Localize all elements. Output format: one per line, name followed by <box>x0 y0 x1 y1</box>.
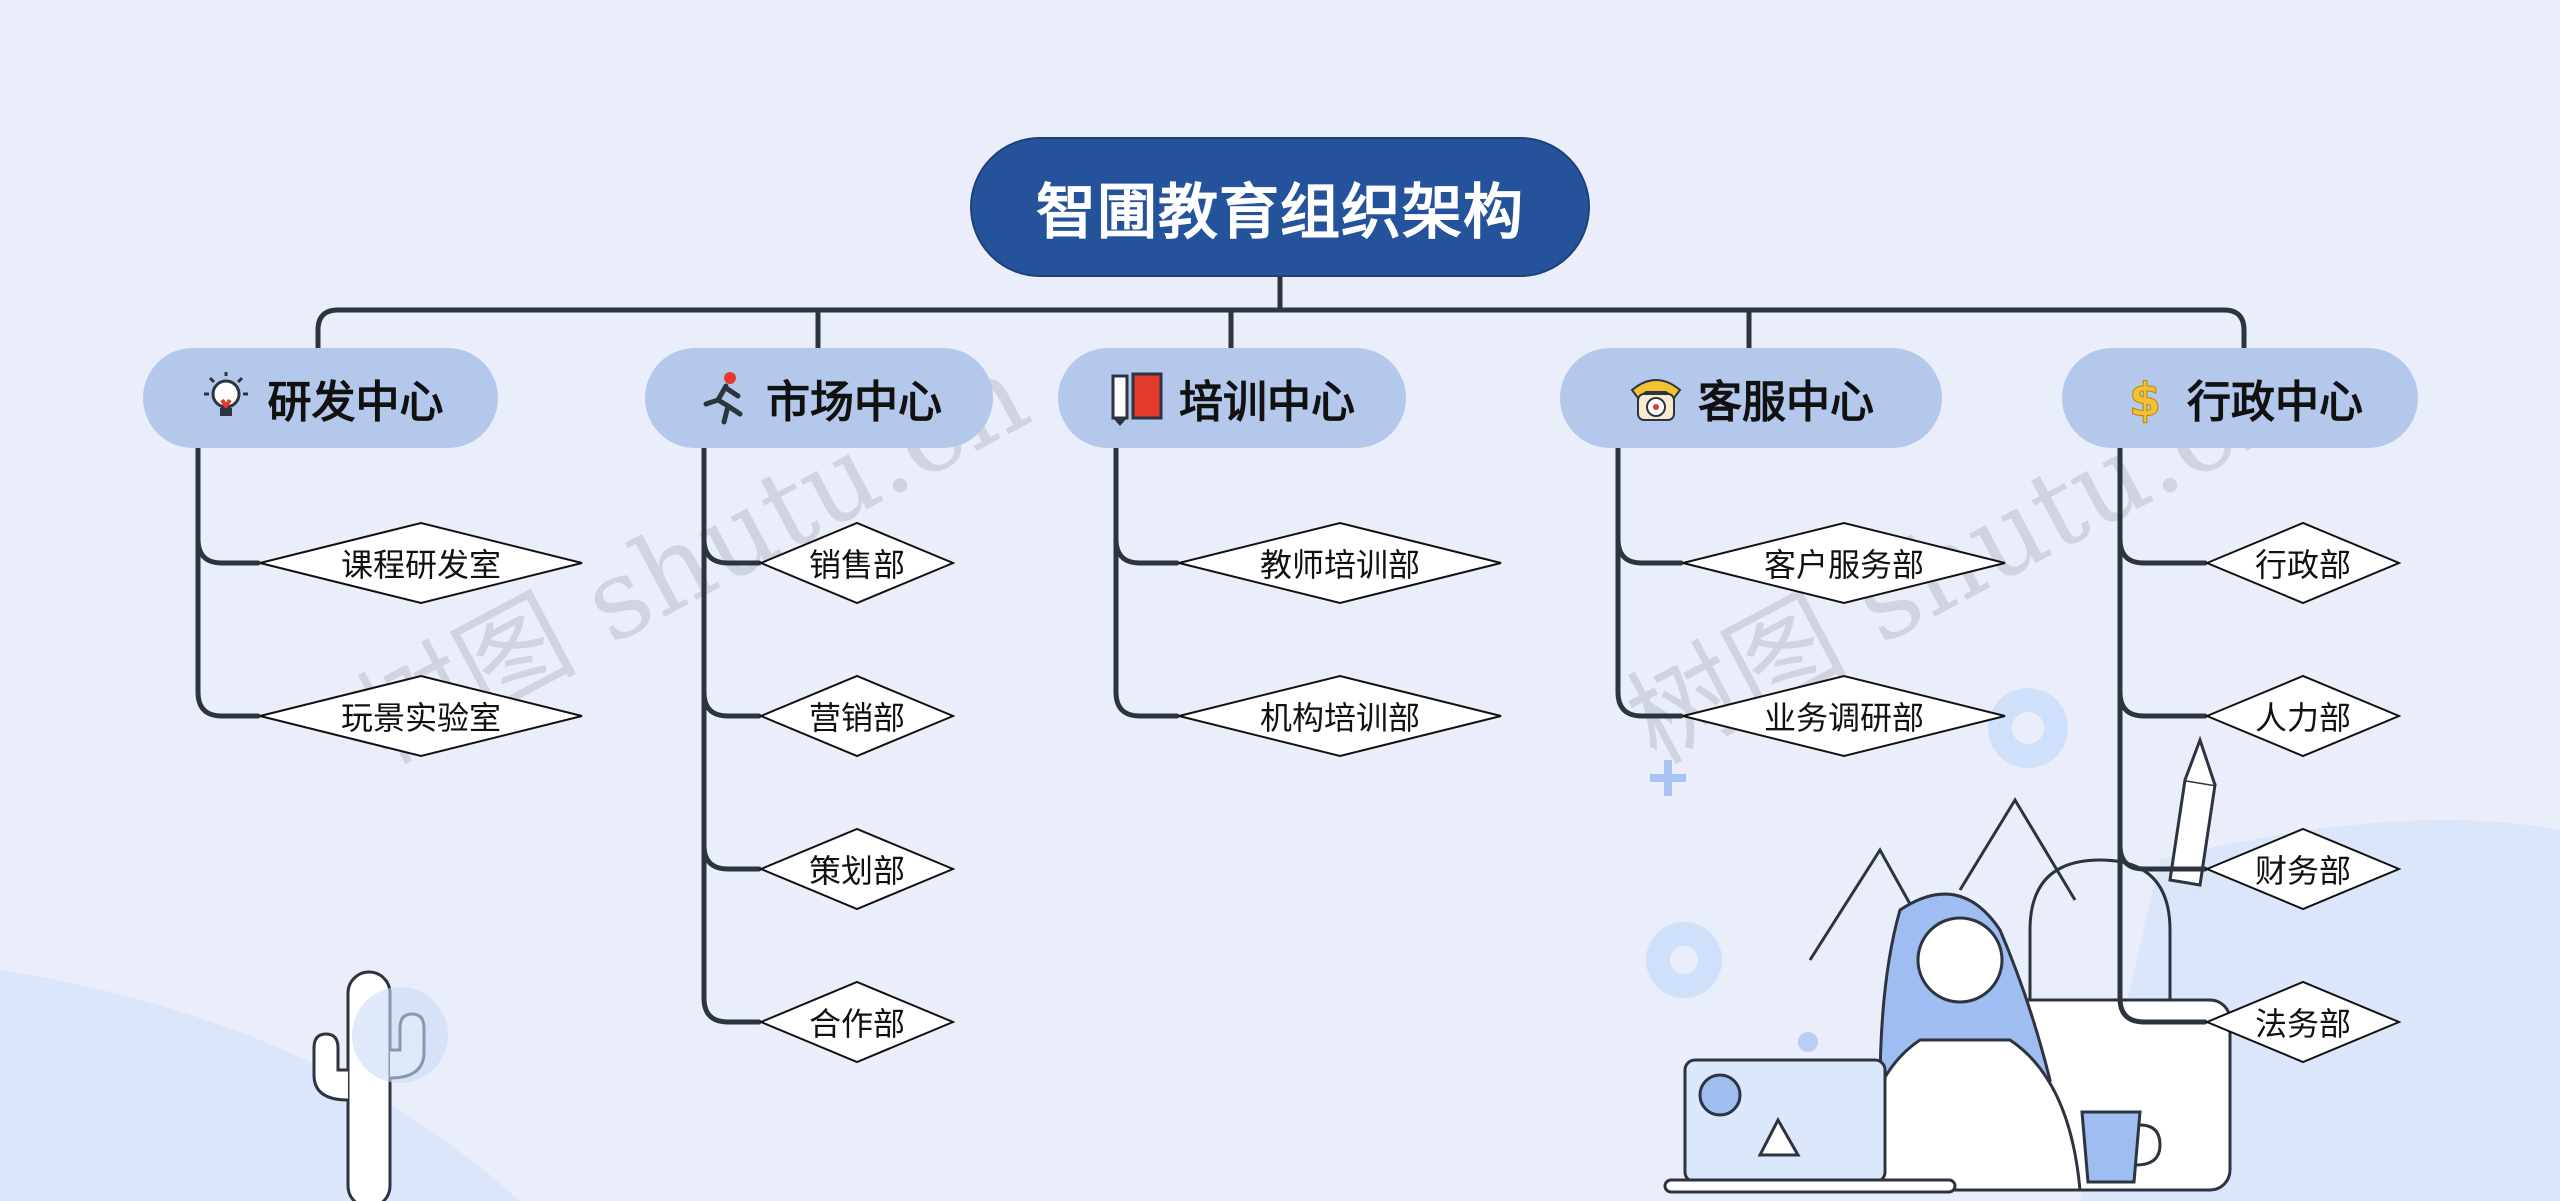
diamond-shape <box>1178 674 1502 758</box>
department-node: 教师培训部 <box>1177 521 1503 605</box>
department-node: 机构培训部 <box>1177 674 1503 758</box>
department-connector <box>1615 445 1684 719</box>
center-label: 市场中心 <box>766 377 942 428</box>
pencil-book-icon <box>1109 370 1165 426</box>
department-connector <box>2117 689 2208 719</box>
department-label: 合作部 <box>808 1005 905 1043</box>
department-node: 营销部 <box>759 674 955 758</box>
department-node: 行政部 <box>2205 521 2401 605</box>
telephone-icon <box>1628 370 1684 426</box>
department-node: 课程研发室 <box>258 521 584 605</box>
department-label: 机构培训部 <box>1259 699 1420 737</box>
center-label: 行政中心 <box>2187 377 2363 428</box>
department-label: 人力部 <box>2254 699 2351 737</box>
department-node: 业务调研部 <box>1681 674 2007 758</box>
center-node: $ 行政中心 <box>2062 348 2418 448</box>
diamond-shape <box>759 980 955 1064</box>
bus-connector <box>315 307 2247 351</box>
department-label: 教师培训部 <box>1259 546 1420 584</box>
diamond-shape <box>1178 521 1502 605</box>
diamond-shape <box>2205 674 2401 758</box>
department-connector <box>1113 536 1180 566</box>
department-label: 法务部 <box>2254 1005 2351 1043</box>
diamond-shape <box>2205 980 2401 1064</box>
center-label: 研发中心 <box>267 377 444 428</box>
department-connector <box>195 445 261 719</box>
svg-text:$: $ <box>2129 373 2161 426</box>
lightbulb-icon <box>198 370 254 426</box>
department-connector <box>2117 536 2208 566</box>
department-node: 客户服务部 <box>1681 521 2007 605</box>
root-node: 智圃教育组织架构 <box>970 137 1590 277</box>
dollar-coin-icon: $ <box>2117 370 2173 428</box>
diamond-shape <box>2205 827 2401 911</box>
department-connector <box>701 536 762 566</box>
department-node: 策划部 <box>759 827 955 911</box>
department-connector <box>2117 445 2208 1025</box>
department-connector <box>701 445 762 1025</box>
diamond-shape <box>759 674 955 758</box>
diamond-shape <box>1682 521 2006 605</box>
department-connector <box>1113 445 1180 719</box>
department-label: 营销部 <box>808 699 905 737</box>
department-label: 财务部 <box>2254 852 2351 890</box>
running-person-icon <box>696 370 752 426</box>
diamond-shape <box>259 521 583 605</box>
center-label: 培训中心 <box>1179 377 1355 428</box>
diamond-shape <box>2205 521 2401 605</box>
diamond-shape <box>259 674 583 758</box>
department-node: 玩景实验室 <box>258 674 584 758</box>
department-node: 法务部 <box>2205 980 2401 1064</box>
diamond-shape <box>759 521 955 605</box>
diamond-shape <box>759 827 955 911</box>
center-node: 客服中心 <box>1560 348 1942 448</box>
center-node: 市场中心 <box>645 348 993 448</box>
department-label: 销售部 <box>808 546 905 584</box>
department-label: 行政部 <box>2254 546 2351 584</box>
department-label: 业务调研部 <box>1763 699 1924 737</box>
center-node: 培训中心 <box>1058 348 1406 448</box>
department-node: 销售部 <box>759 521 955 605</box>
department-label: 策划部 <box>808 852 905 890</box>
center-label: 客服中心 <box>1698 377 1874 428</box>
diamond-shape <box>1682 674 2006 758</box>
department-node: 财务部 <box>2205 827 2401 911</box>
department-label: 客户服务部 <box>1763 546 1924 584</box>
department-node: 合作部 <box>759 980 955 1064</box>
department-connector <box>1615 536 1684 566</box>
department-connector <box>195 536 261 566</box>
department-connector <box>701 842 762 872</box>
department-label: 课程研发室 <box>340 546 501 584</box>
department-connector <box>2117 842 2208 872</box>
center-node: 研发中心 <box>143 348 498 448</box>
department-label: 玩景实验室 <box>340 699 501 737</box>
department-connector <box>701 689 762 719</box>
department-node: 人力部 <box>2205 674 2401 758</box>
